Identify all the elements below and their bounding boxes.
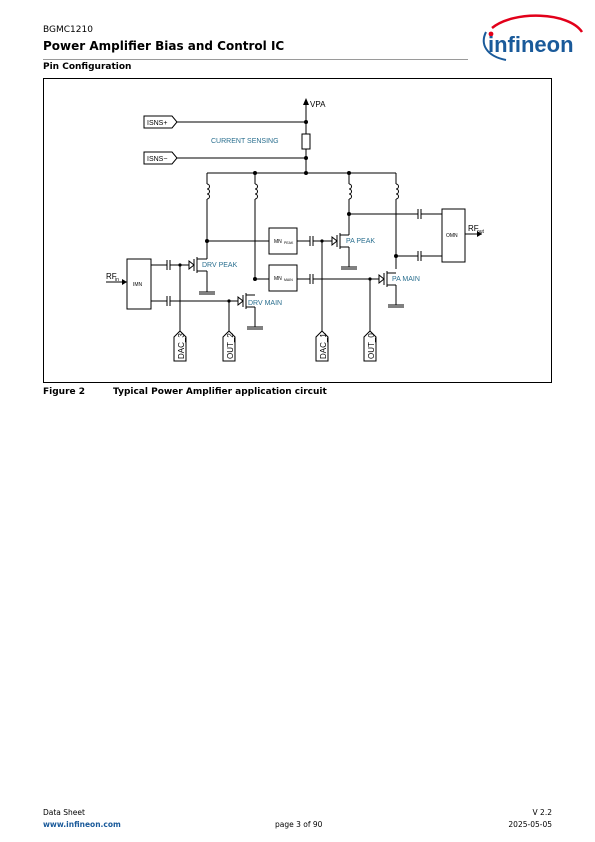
- document-title: Power Amplifier Bias and Control IC: [43, 39, 285, 53]
- mn-peak-block: MN PEAK: [268, 227, 298, 255]
- footer-date: 2025-05-05: [508, 820, 552, 829]
- imn-label: IMN: [133, 282, 143, 288]
- mn-peak-subscript: PEAK: [284, 241, 294, 245]
- isns-plus-pin: ISNS+: [143, 115, 308, 129]
- logo-wordmark: infineon: [488, 32, 574, 57]
- sense-resistor: [301, 133, 311, 150]
- mn-main-subscript: MAIN: [284, 278, 293, 282]
- footer-website-link[interactable]: www.infineon.com: [43, 820, 121, 829]
- rf-in-port: RF in: [106, 272, 127, 285]
- imn-block: IMN: [126, 258, 152, 310]
- rf-in-label: RF: [106, 272, 117, 281]
- title-divider: [43, 59, 468, 60]
- rf-out-label: RF: [468, 224, 479, 233]
- footer-version: V 2.2: [532, 808, 552, 817]
- current-sensing-label: CURRENT SENSING: [211, 138, 279, 145]
- mn-main-label: MN: [274, 276, 282, 282]
- footer-page-number: page 3 of 90: [275, 820, 323, 829]
- drv-peak-label: DRV PEAK: [202, 262, 238, 269]
- dac3-pin: DAC_3: [173, 330, 187, 362]
- drv-main-label: DRV MAIN: [248, 300, 282, 307]
- drv-peak-transistor: DRV PEAK: [188, 241, 238, 295]
- rf-out-subscript: out: [477, 229, 485, 235]
- infineon-logo: infineon: [482, 14, 584, 61]
- isns-plus-label: ISNS+: [147, 120, 167, 127]
- pa-peak-transistor: PA PEAK: [331, 229, 375, 270]
- dac1-label: DAC_1: [319, 333, 328, 359]
- out2-label: OUT_2: [226, 333, 235, 359]
- pa-main-transistor: PA MAIN: [378, 271, 420, 308]
- out0-pin: OUT_0: [363, 330, 377, 362]
- dac1-pin: DAC_1: [315, 330, 329, 362]
- vpa-supply: VPA: [303, 98, 326, 134]
- figure-frame: VPA ISNS+ CURRENT SENSING ISNS−: [43, 78, 552, 383]
- mn-peak-label: MN: [274, 239, 282, 245]
- rf-in-subscript: in: [115, 277, 119, 283]
- vpa-label: VPA: [310, 100, 326, 109]
- out0-label: OUT_0: [367, 333, 376, 359]
- isns-minus-pin: ISNS−: [143, 151, 308, 165]
- out2-pin: OUT_2: [222, 330, 236, 362]
- mn-main-block: MN MAIN: [268, 264, 298, 292]
- dac3-label: DAC_3: [177, 333, 186, 359]
- pa-peak-label: PA PEAK: [346, 238, 375, 245]
- figure-caption: Typical Power Amplifier application circ…: [113, 387, 327, 397]
- pa-main-label: PA MAIN: [392, 276, 420, 283]
- footer-doc-type: Data Sheet: [43, 808, 85, 817]
- omn-block: OMN: [441, 208, 466, 263]
- pa-application-circuit: VPA ISNS+ CURRENT SENSING ISNS−: [106, 98, 485, 362]
- document-id: BGMC1210: [43, 25, 93, 35]
- drv-main-transistor: DRV MAIN: [237, 293, 282, 330]
- isns-minus-label: ISNS−: [147, 156, 167, 163]
- section-heading: Pin Configuration: [43, 62, 132, 72]
- figure-number: Figure 2: [43, 387, 86, 397]
- rf-out-port: RF out: [465, 224, 485, 237]
- omn-label: OMN: [446, 233, 458, 239]
